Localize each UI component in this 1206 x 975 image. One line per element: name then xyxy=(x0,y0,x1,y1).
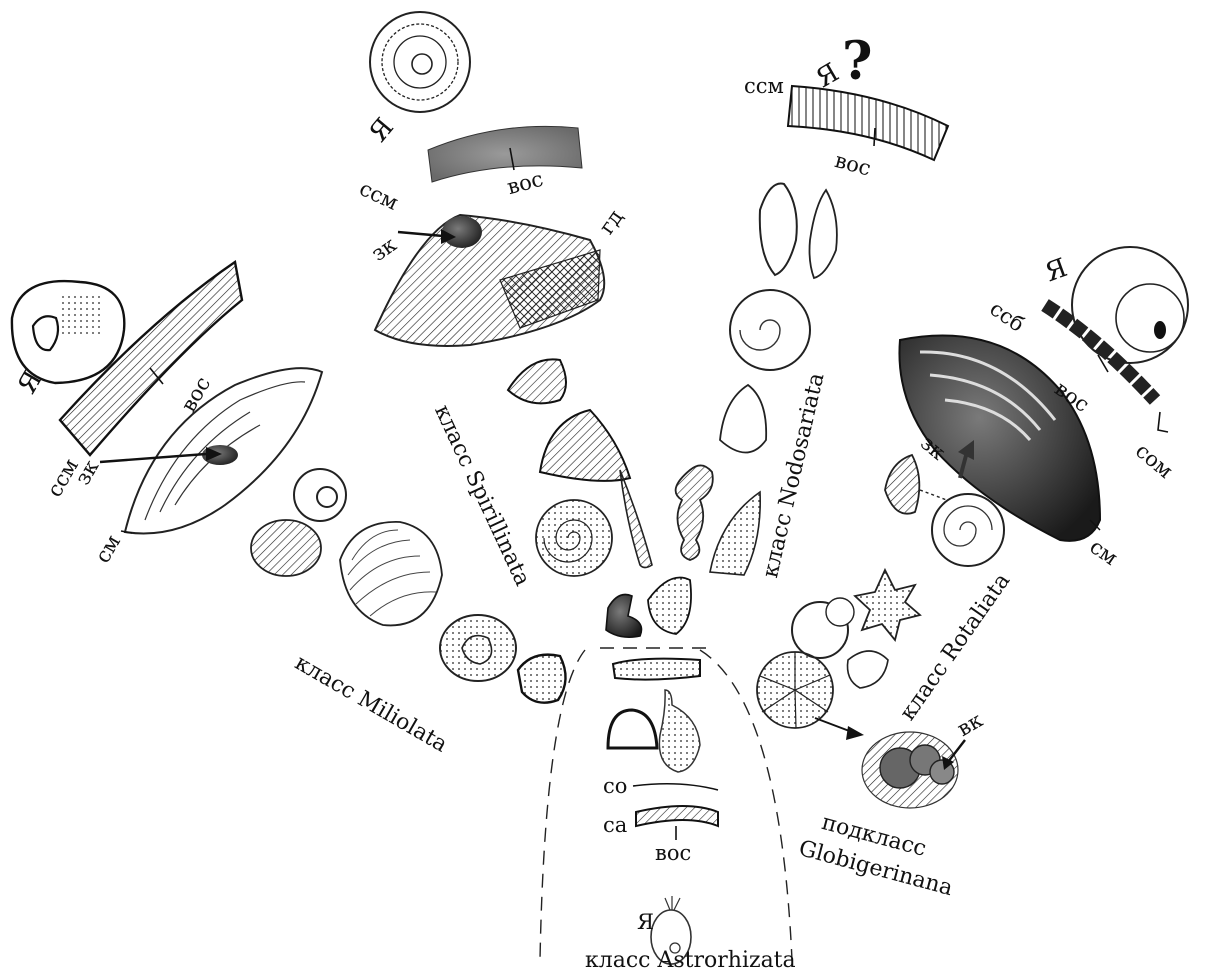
spirillinata-apex-zk xyxy=(442,216,482,248)
nodosariata-beaded-shell xyxy=(676,465,713,560)
wall-so-line xyxy=(633,784,718,790)
spirillinata-twisted-shell xyxy=(620,470,652,568)
astro-tube-shell xyxy=(613,659,700,680)
rotaliata-small-angular xyxy=(885,455,919,514)
spirillinata-small-conical xyxy=(508,359,566,403)
label-sa: са xyxy=(603,815,627,836)
miliolata-knobbed-shell xyxy=(440,615,516,681)
som-pointer-rotaliata xyxy=(1158,412,1168,432)
rotaliata-spiny-shell xyxy=(848,651,889,688)
nodosariata-oval-shell xyxy=(760,184,797,275)
vos-pointer-nodosariata xyxy=(874,128,875,146)
miliolata-cell-pores xyxy=(62,295,104,335)
nodosariata-coiled-shell xyxy=(730,290,810,370)
spirillinata-wall-ssm xyxy=(428,126,582,182)
nodosariata-slender-shell xyxy=(810,190,837,278)
astro-pseudopodia xyxy=(665,896,680,910)
wall-sa-band xyxy=(636,806,718,826)
rotaliata-nucleus xyxy=(1154,321,1166,339)
label-so: со xyxy=(603,776,627,797)
nodosariata-fan-shell xyxy=(710,492,760,575)
question-mark: ? xyxy=(842,36,872,88)
spirillinata-trochoid xyxy=(606,595,642,638)
astro-round-shell xyxy=(608,710,657,748)
class-astrorhizata-label: класс Astrorhizata xyxy=(585,950,796,972)
spirillinata-planispiral xyxy=(536,500,612,576)
nodosariata-snail-shell xyxy=(720,385,766,453)
rotaliata-spiral-shell xyxy=(932,494,1004,566)
nodosariata-disc-shell xyxy=(648,578,691,635)
rotaliata-stellate-shell xyxy=(855,570,920,640)
nodosariata-wall-ssm xyxy=(788,86,948,160)
astrorhizata-specimens xyxy=(608,659,718,964)
label-vos-astrorhizata: вос xyxy=(655,843,691,864)
miliolata-striped-ovoid xyxy=(251,520,321,576)
label-ssm-nodosariata: ссм xyxy=(744,76,784,97)
arrow-to-globigerinana xyxy=(815,718,852,732)
spirillinata-ribbed-triangle xyxy=(540,410,630,481)
miliolata-small-shell xyxy=(518,655,566,703)
miliolata-ribbed-shell xyxy=(340,522,442,626)
label-ya-astrorhizata: Я xyxy=(637,912,654,933)
astro-flask-shell xyxy=(659,690,700,772)
